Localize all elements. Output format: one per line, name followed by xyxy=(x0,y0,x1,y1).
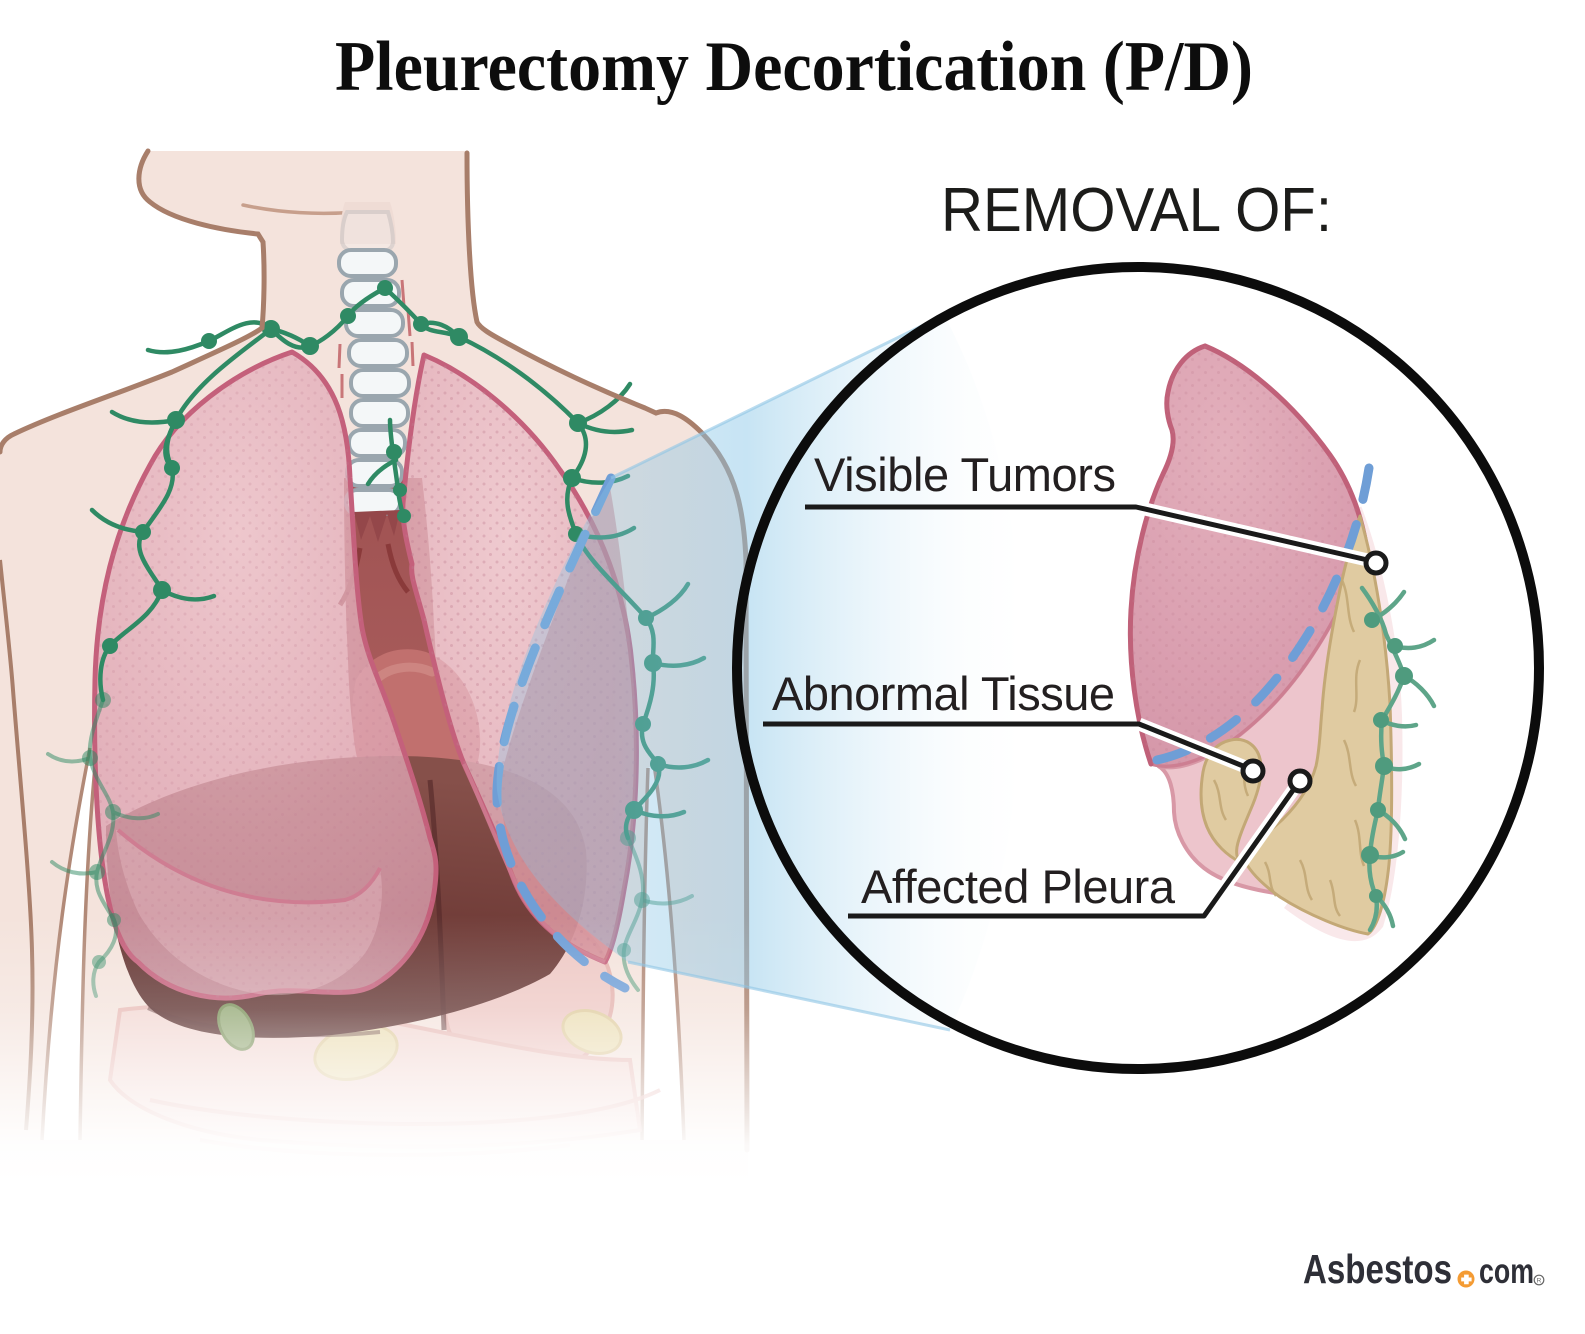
svg-text:REMOVAL OF:: REMOVAL OF: xyxy=(941,176,1332,245)
svg-text:Asbestos: Asbestos xyxy=(1303,1246,1452,1292)
svg-text:Pleurectomy Decortication (P/D: Pleurectomy Decortication (P/D) xyxy=(335,28,1253,106)
svg-text:R: R xyxy=(1537,1278,1542,1285)
svg-text:Abnormal Tissue: Abnormal Tissue xyxy=(772,667,1115,720)
svg-text:com: com xyxy=(1479,1252,1534,1291)
svg-text:Visible Tumors: Visible Tumors xyxy=(814,448,1116,501)
svg-text:Affected Pleura: Affected Pleura xyxy=(861,860,1176,913)
